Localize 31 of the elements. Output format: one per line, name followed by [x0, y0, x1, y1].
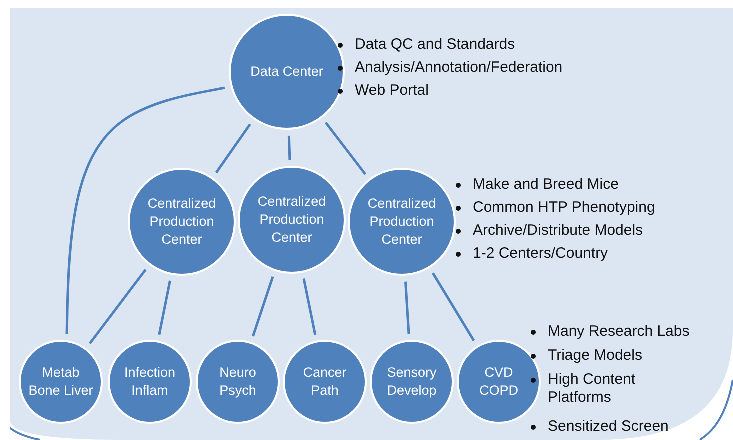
node-label: Infection Inflam: [123, 364, 177, 400]
node-label: Data Center: [250, 63, 324, 81]
bullet-text: Triage Models: [548, 347, 644, 365]
bullet-text: Web Portal: [355, 82, 430, 100]
connector-line: [66, 86, 226, 334]
connector-line: [432, 272, 476, 342]
node-label: Centralized Production Center: [366, 195, 438, 249]
connector-line: [288, 136, 292, 160]
node-label: CVD COPD: [478, 364, 520, 400]
connector-line: [404, 282, 410, 334]
bullet-text: High Content Platforms: [548, 371, 637, 407]
connector-line: [302, 278, 317, 336]
bullet-text: Analysis/Annotation/Federation: [355, 59, 564, 77]
node-label: Centralized Production Center: [256, 193, 328, 247]
bullet-text: Data QC and Standards: [355, 36, 516, 54]
connector-line: [88, 269, 147, 344]
bullet-text: 1-2 Centers/Country: [473, 245, 610, 263]
bullet-text: Common HTP Phenotyping: [473, 199, 656, 217]
bullet-text: Make and Breed Mice: [473, 176, 620, 194]
connector-line: [324, 122, 366, 176]
connector-line: [158, 280, 172, 336]
bullet-text: Sensitized Screen: [548, 418, 670, 436]
connector-line: [252, 276, 274, 337]
node-label: Cancer Path: [302, 364, 348, 400]
bullet-text: Many Research Labs: [548, 323, 691, 341]
node-label: Neuro Psych: [218, 364, 258, 400]
node-label: Metab Bone Liver: [28, 364, 94, 400]
bullet-text: Archive/Distribute Models: [473, 222, 644, 240]
node-label: Centralized Production Center: [146, 195, 218, 249]
connector-line: [215, 124, 252, 174]
node-label: Sensory Develop: [386, 364, 438, 400]
